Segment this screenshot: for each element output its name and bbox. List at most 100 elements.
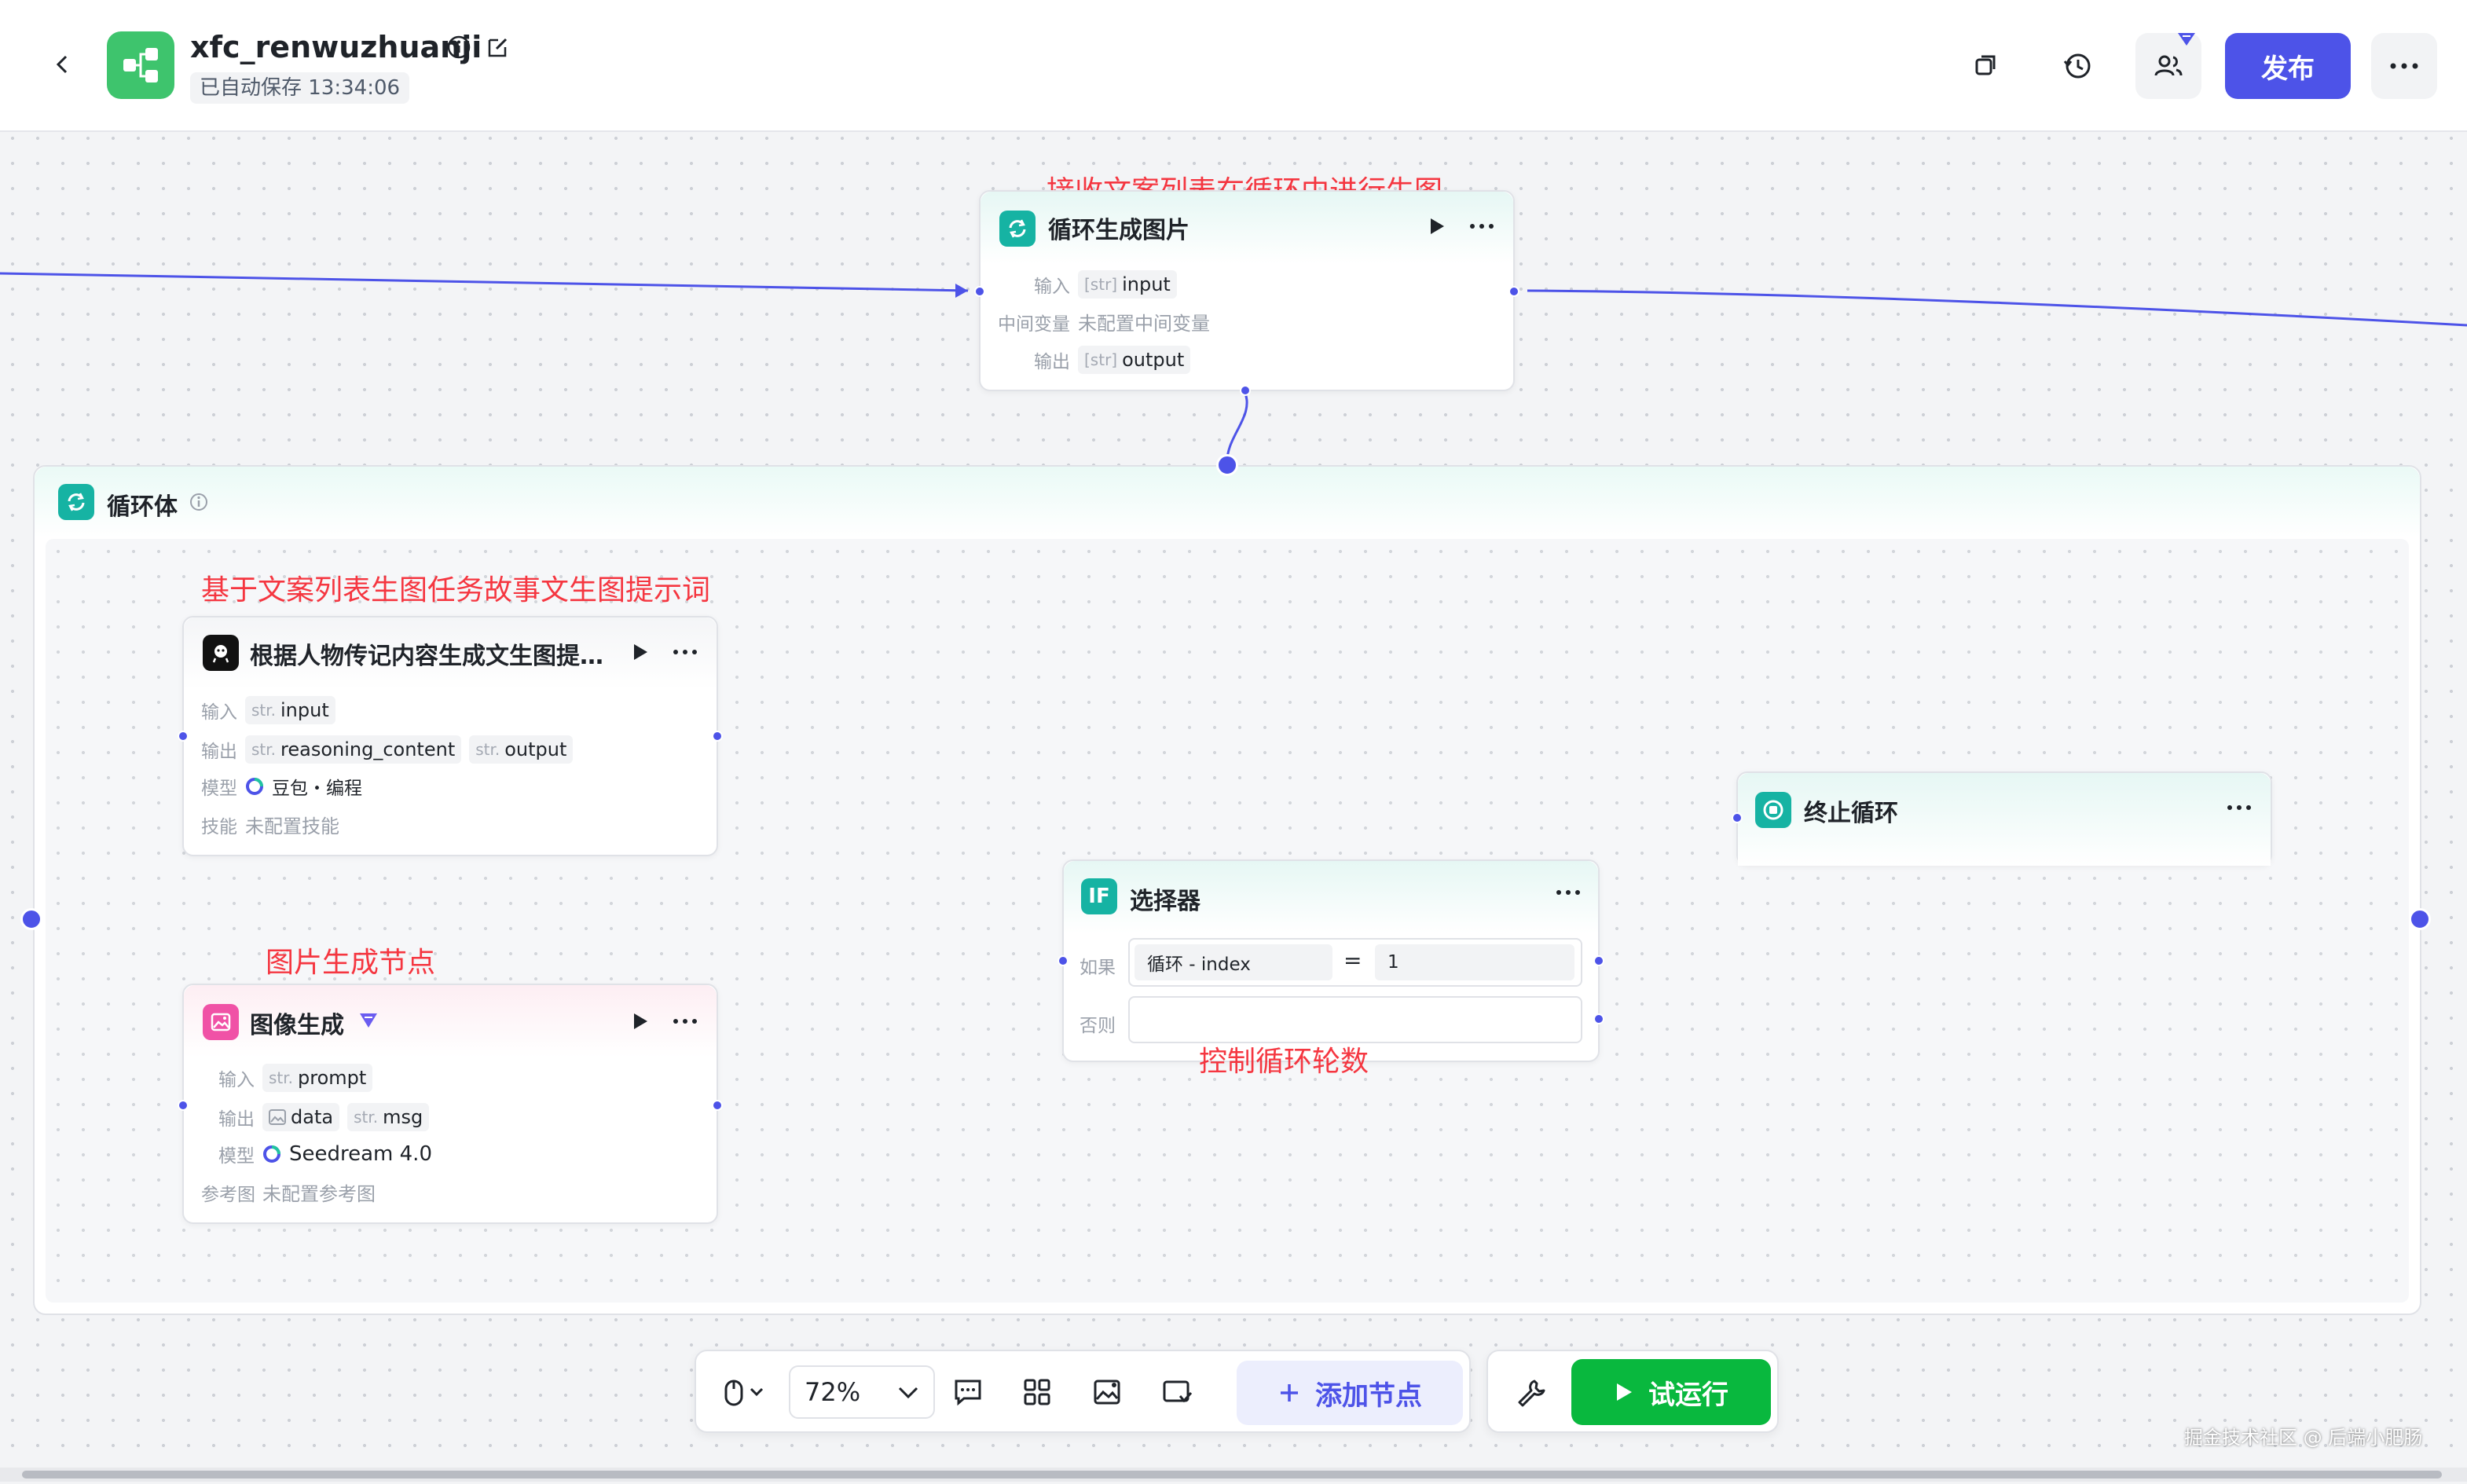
reference-image-value: 未配置参考图 (262, 1183, 376, 1205)
interaction-mode-button[interactable] (713, 1370, 776, 1414)
debug-settings-button[interactable] (1508, 1370, 1552, 1414)
if-condition-icon: IF (1081, 878, 1117, 914)
annotation-llm-node: 基于文案列表生图任务故事文生图提示词 (201, 574, 711, 606)
play-icon[interactable] (632, 643, 649, 661)
copy-icon (1975, 55, 1996, 75)
selector-input-port[interactable] (1058, 955, 1069, 966)
loop-body-end-port[interactable] (2409, 908, 2431, 930)
zoom-select[interactable]: 72% (789, 1365, 935, 1419)
image-map-icon (1094, 1380, 1120, 1405)
skill-value: 未配置技能 (245, 815, 339, 837)
back-button[interactable] (47, 49, 79, 80)
watermark: 掘金技术社区 @ 后端小肥肠 (2184, 1427, 2423, 1449)
llm-output-port[interactable] (712, 731, 723, 742)
output-label: 输出 (201, 742, 237, 762)
loop-body-port[interactable] (1240, 385, 1251, 396)
model-label: 模型 (201, 779, 237, 799)
add-node-label: 添加节点 (1315, 1380, 1422, 1412)
more-button[interactable] (2371, 33, 2437, 99)
image-type-icon (269, 1109, 286, 1125)
history-button[interactable] (2044, 33, 2110, 99)
image-input-port[interactable] (178, 1100, 189, 1111)
chevron-left-icon (56, 55, 68, 74)
more-icon[interactable] (2227, 804, 2252, 811)
canvas-toolbar: 72% 添加节点 (695, 1350, 1471, 1433)
copy-button[interactable] (1953, 33, 2019, 99)
output-variable-tag: str.output (469, 735, 574, 764)
scrollbar-thumb[interactable] (22, 1471, 2442, 1479)
condition-operator[interactable]: = (1343, 947, 1362, 973)
more-icon[interactable] (673, 649, 698, 655)
loop-output-port[interactable] (1508, 286, 1519, 297)
output-variable-tag: [str]output (1078, 346, 1191, 374)
loop-body-top-port[interactable] (1216, 454, 1238, 476)
more-icon[interactable] (1556, 889, 1581, 896)
selector-if-port[interactable] (1593, 955, 1604, 966)
output-variable-tag: str.msg (347, 1103, 430, 1131)
more-icon[interactable] (673, 1018, 698, 1024)
loop-body-start-port[interactable] (20, 908, 42, 930)
selector-else-port[interactable] (1593, 1013, 1604, 1024)
workflow-app-logo (107, 31, 174, 99)
intermediate-var-value: 未配置中间变量 (1078, 313, 1210, 335)
else-branch-box[interactable] (1128, 996, 1582, 1043)
input-label: 输入 (201, 702, 237, 723)
layout-button[interactable] (1015, 1370, 1059, 1414)
loop-body-title: 循环体 (107, 493, 178, 521)
annotation-image-node: 图片生成节点 (266, 947, 436, 979)
play-icon[interactable] (1428, 217, 1446, 236)
llm-input-port[interactable] (178, 731, 189, 742)
fit-view-button[interactable] (1155, 1370, 1199, 1414)
publish-button[interactable]: 发布 (2225, 33, 2351, 99)
minimap-button[interactable] (1086, 1370, 1130, 1414)
more-icon[interactable] (1469, 223, 1494, 229)
image-generation-node[interactable]: 图像生成 输入 str.prompt 输出 data str.msg 模型 Se… (178, 984, 723, 1224)
test-run-label: 试运行 (1648, 1379, 1728, 1411)
loop-node[interactable]: 循环生成图片 输入 [str]input 中间变量 未配置中间变量 输出 [st… (974, 190, 1519, 396)
if-label: 如果 (1080, 958, 1116, 978)
end-loop-node[interactable]: 终止循环 (1732, 771, 2272, 866)
chevron-down-icon (898, 1387, 918, 1399)
else-label: 否则 (1080, 1016, 1116, 1036)
selector-node[interactable]: IF 选择器 如果 循环 - index = 1 否则 (1058, 859, 1604, 1062)
seedream-model-icon (263, 1145, 280, 1163)
doubao-model-icon (246, 778, 263, 795)
add-node-button[interactable]: 添加节点 (1237, 1361, 1463, 1425)
output-variable-tag: data (262, 1103, 340, 1131)
selector-node-title: 选择器 (1130, 888, 1201, 915)
loop-icon (999, 211, 1036, 247)
model-value: Seedream 4.0 (289, 1142, 432, 1166)
image-gen-icon (203, 1004, 239, 1040)
loop-input-port[interactable] (974, 286, 985, 297)
history-icon (2063, 53, 2091, 79)
image-output-port[interactable] (712, 1100, 723, 1111)
model-value: 豆包・编程 (272, 779, 362, 799)
more-icon (2390, 63, 2418, 69)
horizontal-scrollbar[interactable] (0, 1468, 2467, 1482)
comment-button[interactable] (946, 1370, 990, 1414)
edit-icon[interactable] (486, 35, 511, 60)
collaborators-button[interactable] (2135, 33, 2201, 99)
end-loop-input-port[interactable] (1732, 812, 1743, 823)
grid-layout-icon (1024, 1379, 1050, 1405)
llm-model-icon (203, 635, 239, 671)
output-variable-tag: str.reasoning_content (245, 735, 462, 764)
condition-left-operand[interactable]: 循环 - index (1135, 944, 1332, 980)
model-label: 模型 (218, 1146, 255, 1167)
if-condition-box[interactable]: 循环 - index = 1 (1128, 938, 1582, 987)
llm-node[interactable]: 根据人物传记内容生成文生图提… 输入 str.input 输出 str.reas… (178, 616, 723, 856)
info-icon[interactable] (189, 492, 209, 512)
input-label: 输入 (218, 1070, 255, 1090)
input-variable-tag: [str]input (1078, 270, 1177, 299)
input-variable-tag: str.input (245, 696, 335, 724)
users-icon (2154, 55, 2183, 76)
info-icon[interactable] (446, 35, 471, 60)
top-header: xfc_renwuzhuanji 已自动保存 13:34:06 发布 (0, 0, 2467, 132)
intermediate-var-label: 中间变量 (998, 313, 1070, 335)
play-icon[interactable] (632, 1012, 649, 1031)
workflow-title: xfc_renwuzhuanji (190, 30, 482, 64)
reference-image-label: 参考图 (201, 1184, 255, 1205)
test-run-button[interactable]: 试运行 (1571, 1359, 1771, 1425)
mouse-icon (724, 1380, 764, 1406)
condition-right-operand[interactable]: 1 (1375, 944, 1574, 980)
